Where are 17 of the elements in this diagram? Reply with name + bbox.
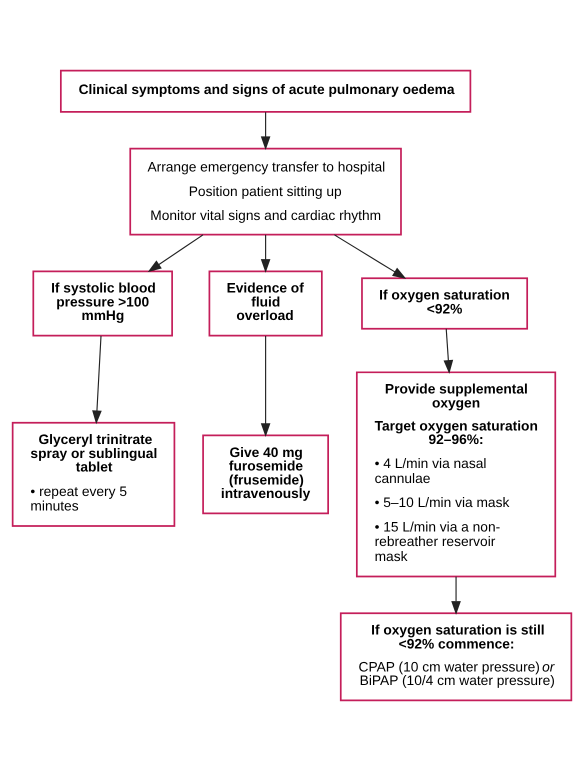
node-box: Clinical symptoms and signs of acute pulmonary oedema xyxy=(60,69,472,112)
arrow xyxy=(148,234,204,272)
arrow xyxy=(260,335,270,437)
arrow xyxy=(260,234,270,272)
node-box: If oxygen saturation is still <92% commence: CPAP (10 cm water pressure) or BiPAP (10/4 cm water pressure) xyxy=(340,612,572,701)
arrow xyxy=(334,234,406,278)
node-box: Give 40 mg furosemide (frusemide) intravenously xyxy=(202,434,329,514)
node-box: Evidence of fluid overload xyxy=(208,270,323,336)
arrow xyxy=(444,328,454,374)
node-box: Arrange emergency transfer to hospital Position patient sitting up Monitor vital signs and cardiac rhythm xyxy=(129,147,402,235)
arrow xyxy=(92,335,102,424)
node-box: Glyceryl trinitrate spray or sublingual tablet • repeat every 5 minutes xyxy=(12,421,176,526)
arrow xyxy=(260,112,270,150)
node-box: If systolic blood pressure >100 mmHg xyxy=(32,270,173,336)
node-box: If oxygen saturation <92% xyxy=(361,276,528,330)
arrow xyxy=(451,576,461,614)
node-box: Provide supplemental oxygen Target oxygen saturation 92–96%: • 4 L/min via nasal cannulae • 5–10 L/min via mask • 15 L/min via a non-rebreather reservoir mask xyxy=(356,370,556,577)
